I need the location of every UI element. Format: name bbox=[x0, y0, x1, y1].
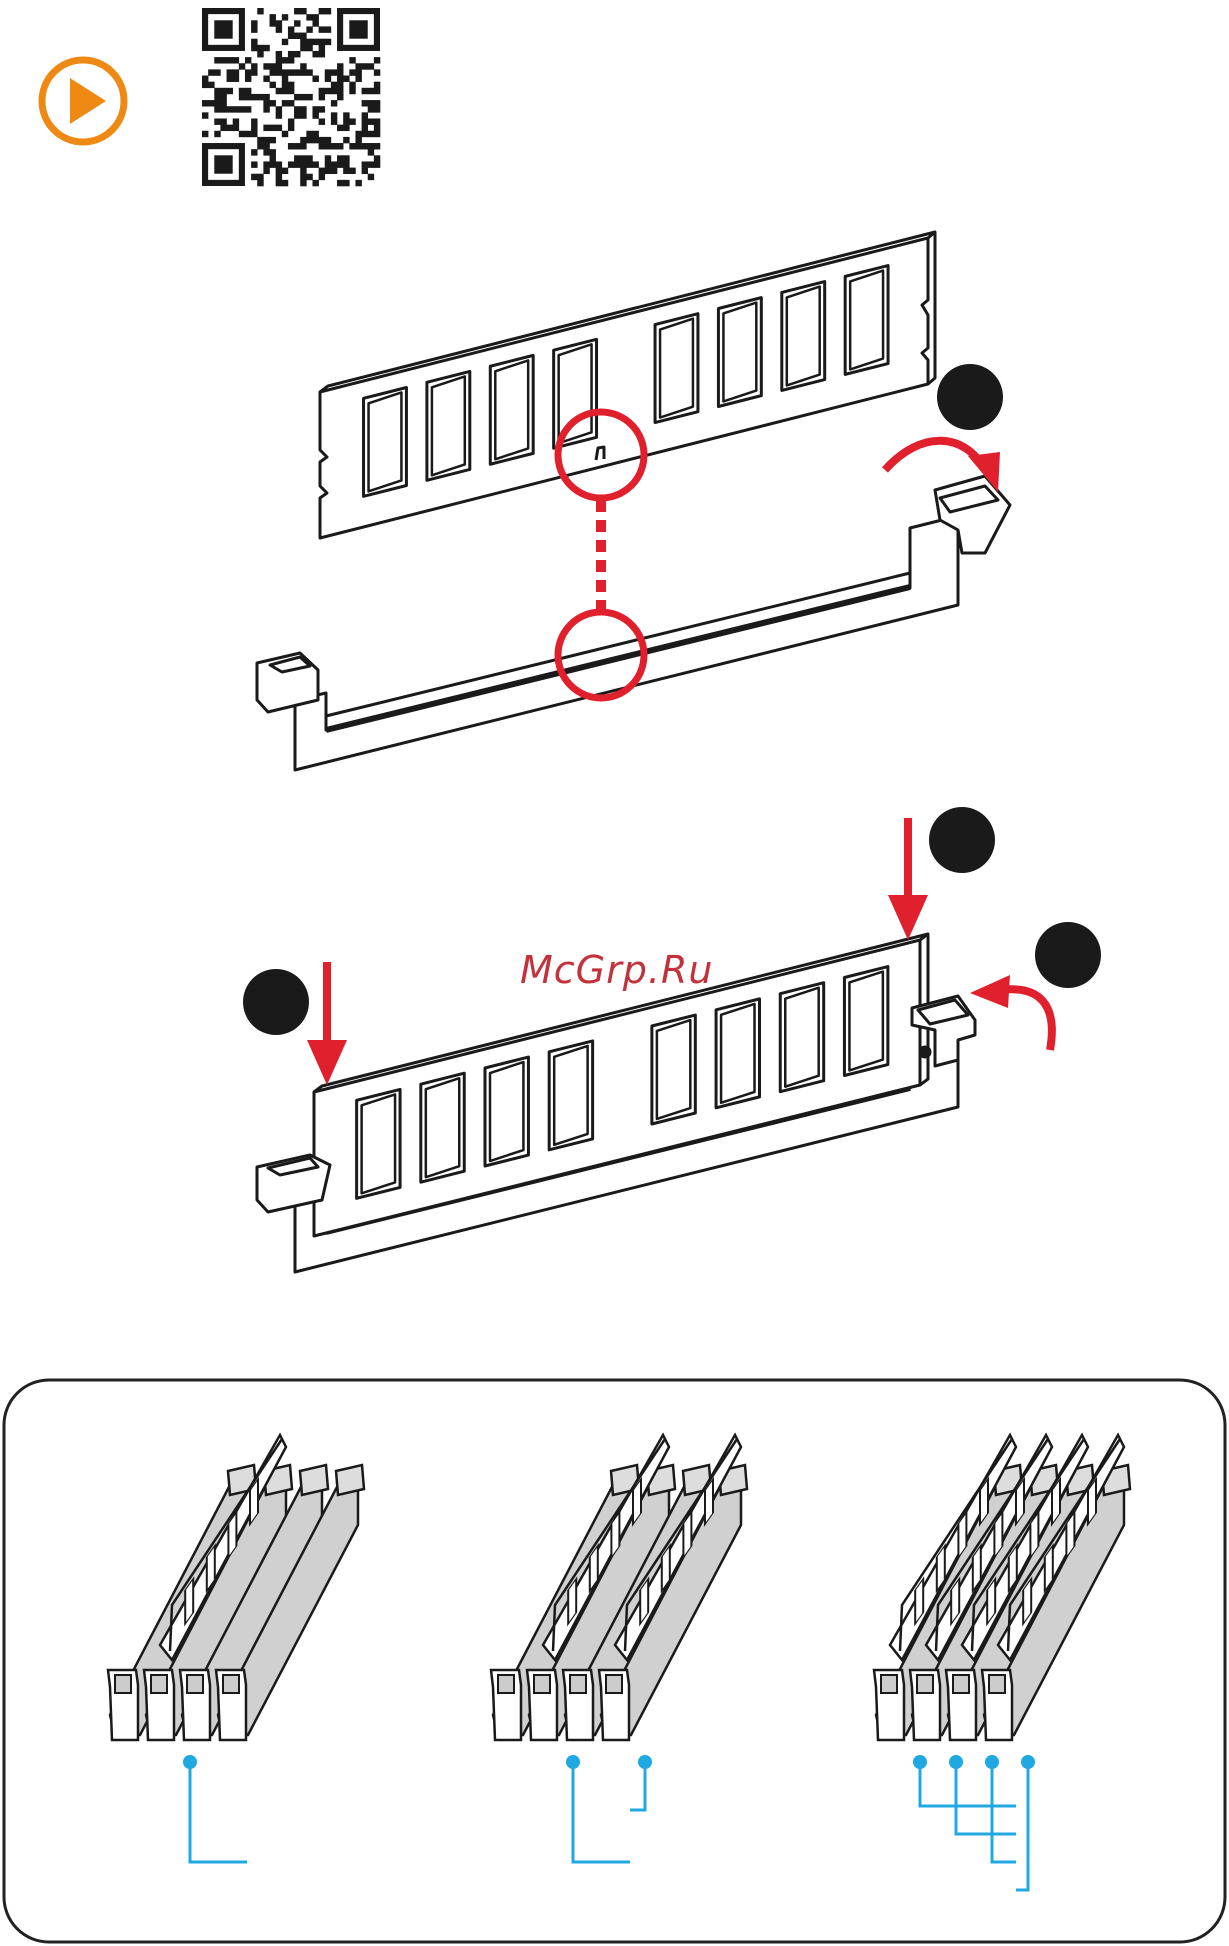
play-icon[interactable] bbox=[42, 60, 124, 142]
step-circle bbox=[243, 969, 309, 1035]
qr-code-icon bbox=[202, 8, 380, 186]
latch-close-arrow bbox=[970, 975, 1052, 1050]
press-down-arrow-left bbox=[307, 962, 347, 1085]
step-circle bbox=[1035, 922, 1101, 988]
step-circle bbox=[929, 807, 995, 873]
step-circle bbox=[937, 364, 1003, 430]
press-down-arrow-right bbox=[888, 818, 928, 940]
